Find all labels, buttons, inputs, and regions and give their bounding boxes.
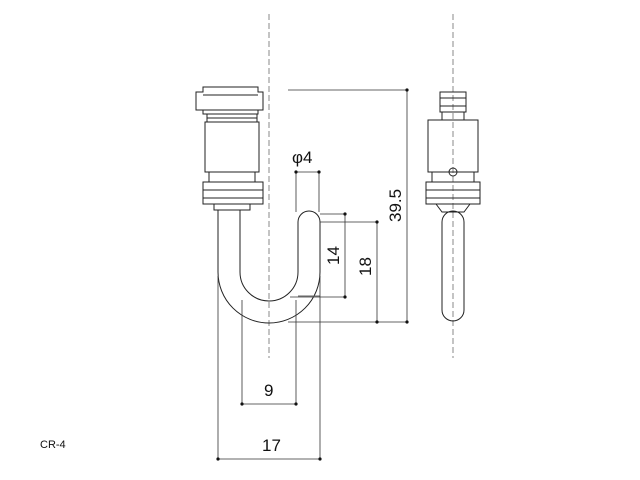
- side-taper: [435, 203, 471, 213]
- dim-label-17: 17: [262, 436, 281, 455]
- model-code: CR-4: [40, 439, 66, 451]
- side-collar: [425, 181, 481, 205]
- side-view: [425, 14, 481, 358]
- dimensions: [217, 89, 408, 460]
- dim-label-39-5: 39.5: [386, 189, 405, 222]
- u-hook-outer: [217, 210, 321, 324]
- dimension-dots: [216, 88, 409, 461]
- dim-label-9: 9: [264, 381, 273, 400]
- body: [204, 121, 260, 173]
- lower-collar: [202, 181, 264, 205]
- dim-label-diameter: φ4: [292, 148, 312, 167]
- front-view: [195, 14, 321, 358]
- neck: [208, 171, 256, 183]
- side-rod: [441, 210, 465, 322]
- disc: [213, 203, 251, 211]
- dim-label-18: 18: [356, 257, 375, 276]
- dim-label-14: 14: [324, 246, 343, 265]
